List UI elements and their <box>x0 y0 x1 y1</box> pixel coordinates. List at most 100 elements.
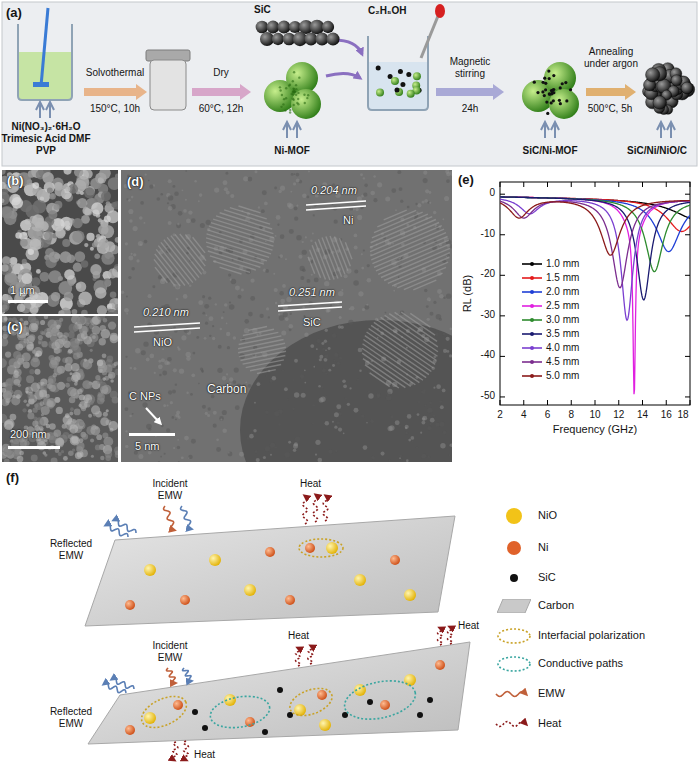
composite-sphere <box>549 89 579 119</box>
schematic-label: Reflected EMW <box>40 706 102 730</box>
hrtem-noise <box>420 432 422 434</box>
sem-particle <box>110 291 117 298</box>
sem-particle <box>63 415 73 425</box>
legend-marker <box>530 290 534 294</box>
hrtem-noise <box>332 421 334 423</box>
sem-particle <box>97 305 107 314</box>
hrtem-noise <box>185 170 187 172</box>
sem-particle <box>107 303 112 308</box>
legend-marker <box>530 304 534 308</box>
sem-particle <box>23 400 27 404</box>
image-annotation: C NPs <box>129 390 161 403</box>
sem-particle <box>79 394 85 400</box>
sem-particle <box>96 234 101 239</box>
lattice-fringe <box>377 210 416 226</box>
lattice-fringe <box>404 273 443 289</box>
hrtem-noise <box>325 373 327 375</box>
hrtem-noise <box>393 290 395 292</box>
hrtem-noise <box>175 418 177 420</box>
sem-particle <box>27 412 34 419</box>
hrtem-noise <box>128 255 133 260</box>
hrtem-noise <box>190 393 193 396</box>
hrtem-noise <box>306 279 310 283</box>
lattice-fringe <box>243 355 286 364</box>
sem-particle <box>24 321 29 326</box>
hrtem-noise <box>280 299 285 304</box>
sem-particle <box>67 255 75 263</box>
sem-particle <box>2 388 6 393</box>
sem-image <box>2 170 118 314</box>
tick-label: 8 <box>559 409 583 421</box>
up-chevron <box>39 103 41 118</box>
hrtem-noise <box>366 422 368 424</box>
hrtem-noise <box>141 350 146 355</box>
nio-particle <box>144 712 156 724</box>
rl-curve <box>500 201 690 288</box>
hrtem-noise <box>397 170 401 174</box>
hrtem-noise <box>338 427 342 431</box>
hrtem-noise <box>324 358 328 362</box>
hrtem-noise <box>253 429 256 432</box>
hrtem-noise <box>421 454 426 459</box>
hrtem-noise <box>149 185 153 189</box>
hrtem-noise <box>173 447 175 449</box>
y-tick <box>500 275 505 276</box>
hrtem-noise <box>254 170 257 173</box>
hrtem-noise <box>224 303 228 307</box>
hrtem-noise <box>312 233 314 235</box>
hrtem-noise <box>204 337 207 340</box>
sic-particle <box>400 82 405 87</box>
pointer-arrow <box>146 408 160 423</box>
hrtem-noise <box>161 424 164 427</box>
process-label: Ni-MOF <box>252 145 332 157</box>
hrtem-noise <box>183 294 188 299</box>
sem-particle <box>64 170 72 175</box>
hrtem-noise <box>450 443 452 447</box>
hrtem-noise <box>152 285 155 288</box>
legend-swatch <box>506 508 522 524</box>
lattice-fringe <box>308 257 315 274</box>
sem-particle <box>67 377 72 382</box>
hrtem-noise <box>138 241 143 246</box>
sem-particle <box>81 406 86 411</box>
hrtem-noise <box>160 456 162 458</box>
hrtem-noise <box>126 296 128 298</box>
hrtem-noise <box>173 368 177 372</box>
panel-letter: (f) <box>6 470 19 486</box>
sem-particle <box>17 456 24 462</box>
hrtem-noise <box>359 369 361 371</box>
mof-texture <box>280 106 282 108</box>
hrtem-noise <box>228 273 231 276</box>
sem-particle <box>20 239 28 247</box>
hrtem-noise <box>216 438 219 441</box>
sem-particle <box>2 338 8 346</box>
hrtem-noise <box>319 355 323 359</box>
process-arrow <box>436 84 504 100</box>
lattice-fringe <box>206 238 269 258</box>
hrtem-noise <box>205 314 207 316</box>
hrtem-noise <box>158 360 161 363</box>
hrtem-noise <box>363 445 368 450</box>
legend-swatch <box>507 541 521 555</box>
sem-particle <box>70 436 80 446</box>
hrtem-noise <box>300 374 305 379</box>
composite-sphere <box>544 62 576 94</box>
hrtem-noise <box>167 361 171 365</box>
sem-particle <box>31 455 38 462</box>
lattice-fringe <box>318 239 334 279</box>
sem-particle <box>109 257 113 261</box>
sem-particle <box>69 412 73 416</box>
sem-particle <box>65 383 70 388</box>
hrtem-noise <box>177 223 180 226</box>
sem-particle <box>115 304 118 310</box>
legend-sheet-sample <box>497 599 531 613</box>
tick-label: -20 <box>466 268 495 280</box>
hrtem-noise <box>399 187 403 191</box>
sem-particle <box>108 372 115 379</box>
hrtem-noise <box>268 316 270 318</box>
hrtem-noise <box>228 452 230 454</box>
hrtem-noise <box>225 172 228 175</box>
hrtem-noise <box>302 241 304 243</box>
image-annotation: Ni <box>343 214 353 227</box>
hrtem-noise <box>421 390 425 394</box>
